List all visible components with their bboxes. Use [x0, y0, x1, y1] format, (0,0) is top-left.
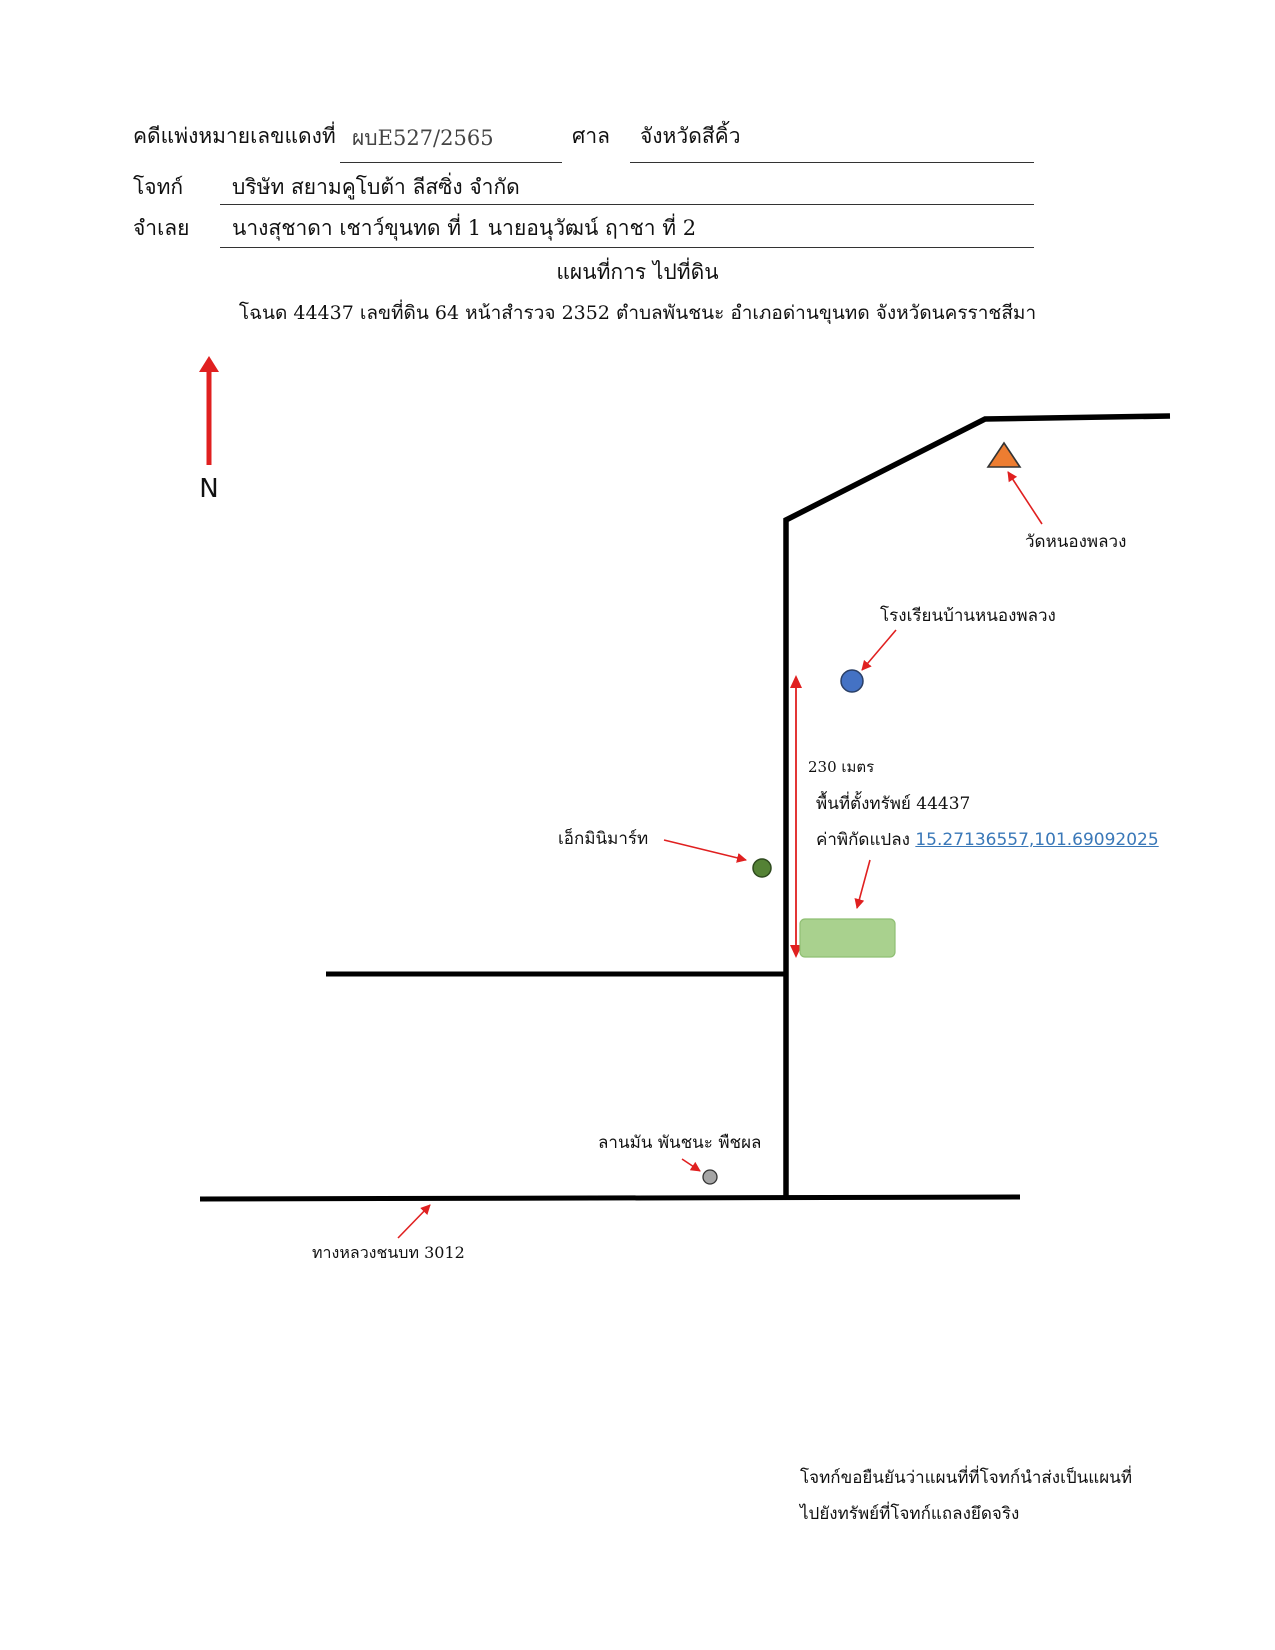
property-parcel — [799, 918, 896, 958]
temple-label: วัดหนองพลวง — [1025, 532, 1127, 552]
property-pointer — [854, 859, 871, 909]
highway-label: ทางหลวงชนบท 3012 — [312, 1243, 465, 1262]
plaintiff-label: โจทก์ — [133, 175, 184, 199]
distance-label: 230 เมตร — [808, 758, 875, 776]
property-label: พื้นที่ตั้งทรัพย์ 44437 — [816, 794, 971, 814]
temple-triangle-icon — [986, 441, 1022, 468]
defendant-name: นางสุชาดา เชาว์ขุนทด ที่ 1 นายอนุวัฒน์ ฤ… — [232, 216, 697, 240]
minimart-marker-icon — [752, 858, 772, 878]
defendant-label: จำเลย — [133, 216, 190, 240]
road-highway-3012 — [199, 1194, 1021, 1202]
coordinate-label: ค่าพิกัดแปลง — [816, 830, 910, 850]
cassava-yard-label: ลานมัน พันชนะ พืชผล — [598, 1133, 762, 1153]
highway-pointer — [397, 1204, 431, 1239]
school-label: โรงเรียนบ้านหนองพลวง — [880, 606, 1056, 626]
court-name: จังหวัดสีคิ้ว — [640, 124, 741, 148]
plaintiff-name: บริษัท สยามคูโบต้า ลีสซิ่ง จำกัด — [232, 175, 520, 199]
school-marker-icon — [840, 669, 864, 693]
cassava-yard-pointer — [681, 1158, 701, 1172]
court-label: ศาล — [572, 124, 610, 148]
case-number: ผบE527/2565 — [352, 126, 494, 150]
minimart-label: เอ็กมินิมาร์ท — [558, 829, 649, 849]
coordinate-row: ค่าพิกัดแปลง 15.27136557,101.69092025 — [816, 826, 1159, 853]
coordinate-link[interactable]: 15.27136557,101.69092025 — [915, 830, 1159, 850]
plaintiff-underline — [220, 204, 1034, 205]
court-name-underline — [630, 162, 1034, 163]
distance-arrow-bottom-icon — [790, 945, 802, 958]
map-subtitle: โฉนด 44437 เลขที่ดิน 64 หน้าสำรวจ 2352 ต… — [238, 302, 1037, 324]
school-pointer — [861, 629, 897, 671]
minimart-pointer — [663, 839, 747, 863]
defendant-underline — [220, 247, 1034, 248]
cassava-yard-marker-icon — [702, 1169, 718, 1185]
north-label: N — [199, 474, 218, 504]
road-north-branch — [783, 413, 1171, 1198]
footer-statement-line1: โจทก์ขอยืนยันว่าแผนที่ที่โจทก์นำส่งเป็นแ… — [800, 1468, 1133, 1488]
map-title: แผนที่การ ไปที่ดิน — [556, 260, 719, 284]
footer-statement-line2: ไปยังทรัพย์ที่โจทก์แถลงยึดจริง — [800, 1504, 1020, 1524]
case-label: คดีแพ่งหมายเลขแดงที่ — [133, 124, 336, 148]
case-number-underline — [340, 162, 562, 163]
temple-pointer — [1007, 471, 1043, 525]
north-arrowhead-icon — [199, 356, 219, 372]
distance-arrow-top-icon — [790, 675, 802, 688]
